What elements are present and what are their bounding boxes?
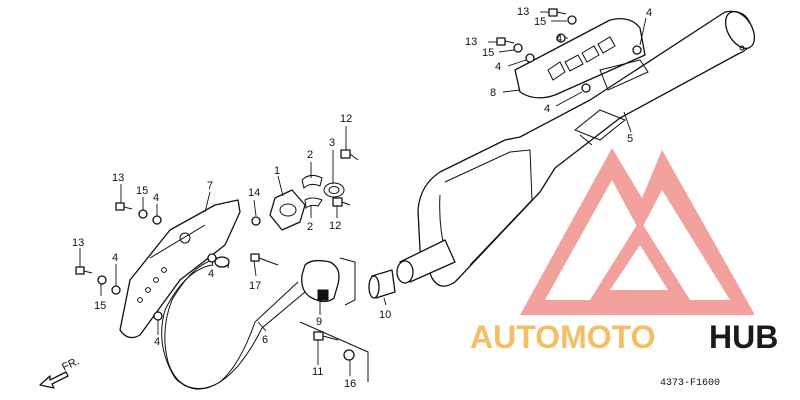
callout-4-left-c: 4 [112, 252, 118, 264]
bolt-12-a [340, 149, 359, 161]
direction-label: FR. [60, 355, 81, 373]
washer-15-left-a [138, 209, 148, 219]
callout-11: 11 [312, 366, 323, 378]
callout-6: 6 [262, 334, 268, 346]
callout-7: 7 [207, 180, 213, 192]
callout-15-top-a: 15 [534, 16, 546, 28]
bolt-11 [313, 331, 339, 341]
washer-15-left-b [97, 275, 107, 285]
bolt-13-top-a [548, 8, 567, 17]
callout-15-left-a: 15 [136, 185, 148, 197]
callout-15-top-b: 15 [482, 47, 494, 59]
callout-4-left-b: 4 [153, 192, 159, 204]
exhaust-joint-collar [301, 257, 356, 306]
callout-9: 9 [316, 316, 322, 328]
washer-15-top-a [567, 15, 577, 25]
washer-4-left-b [111, 285, 121, 295]
washer-4-left-a [152, 215, 162, 225]
muffler-inlet [396, 239, 456, 284]
bolt-17 [250, 253, 279, 266]
watermark-text: AUTOMOTO HUB [470, 319, 778, 355]
washer-4-mid-a [581, 83, 591, 93]
muffler-stay [119, 199, 241, 339]
callout-4-mid-b: 4 [556, 33, 562, 45]
callout-15-left-b: 15 [94, 300, 106, 312]
exhaust-gasket [269, 189, 306, 231]
callout-8: 8 [490, 87, 496, 99]
bolt-12-b [332, 197, 351, 207]
figure-code: 4373-F1600 [660, 378, 720, 389]
callout-12-b: 12 [329, 220, 341, 232]
callout-4-mid-a: 4 [544, 103, 550, 115]
callout-1: 1 [274, 165, 280, 177]
callout-10: 10 [379, 309, 391, 321]
muffler [417, 10, 756, 287]
callout-13-left-a: 13 [112, 172, 124, 184]
leader-lines [79, 11, 647, 376]
watermark-hub-text: HUB [709, 319, 778, 355]
bolt-13-left-b [75, 266, 93, 275]
fastener-bracket-outline [299, 321, 369, 382]
exhaust-pipe [161, 256, 306, 390]
callout-4-top: 4 [646, 7, 652, 19]
nut-16 [343, 349, 355, 361]
callout-13-top-b: 13 [465, 36, 477, 48]
washer-14 [251, 216, 261, 226]
callout-4-top-c: 4 [495, 61, 501, 73]
washer-4-top-c [525, 53, 535, 63]
washer-4-top-d [632, 45, 642, 55]
callout-4-left-d: 4 [154, 336, 160, 348]
callout-12-a: 12 [340, 113, 352, 125]
washer-15-top-b [513, 43, 523, 53]
watermark-logo [520, 148, 755, 315]
callout-13-left-b: 13 [72, 237, 84, 249]
callout-4-left-e: 4 [208, 268, 214, 280]
callout-5: 5 [627, 133, 633, 145]
washer-4-left-d [207, 253, 217, 263]
callouts: 13 15 4 4 13 15 4 8 4 5 12 3 2 1 2 12 14… [72, 6, 652, 390]
bolt-13-top-b [496, 37, 515, 46]
gasket-rings [301, 174, 345, 210]
muffler-protector [514, 17, 649, 99]
watermark-auto-text: AUTOMOTO [470, 319, 655, 355]
callout-13-top-a: 13 [517, 6, 529, 18]
callout-3: 3 [329, 137, 335, 149]
muffler-gasket [368, 269, 396, 299]
callout-16: 16 [344, 378, 356, 390]
bolt-13-left-a [115, 202, 133, 211]
front-direction-arrow: FR. [39, 355, 81, 389]
washer-4-left-c [153, 311, 163, 321]
callout-2-a: 2 [307, 149, 313, 161]
callout-14: 14 [248, 187, 260, 199]
callout-17: 17 [249, 280, 261, 292]
callout-2-b: 2 [307, 221, 313, 233]
